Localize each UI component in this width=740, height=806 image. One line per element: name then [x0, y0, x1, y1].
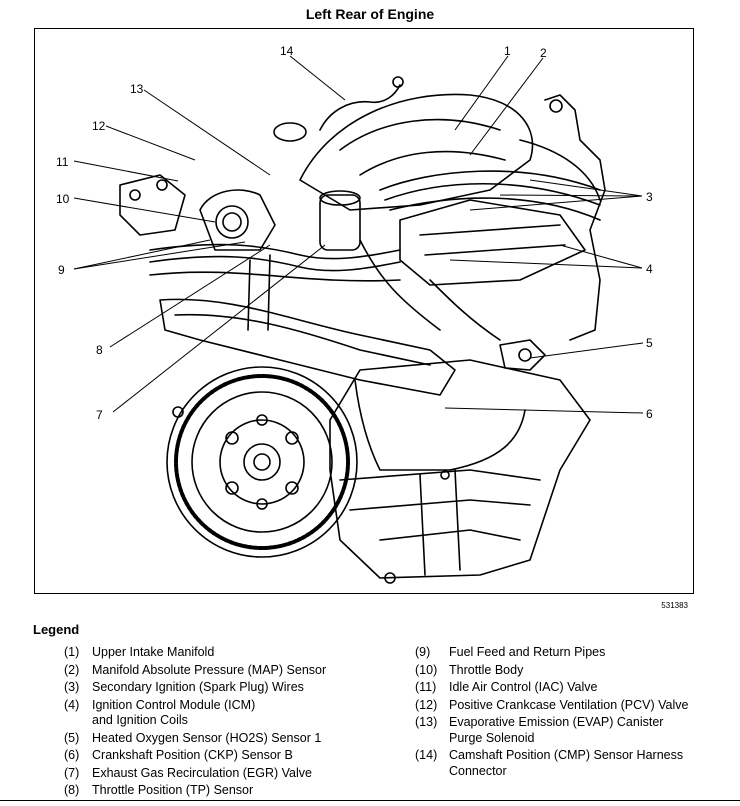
callout-5: 5 — [646, 336, 653, 350]
legend-item: (11) Idle Air Control (IAC) Valve — [415, 680, 715, 696]
engine-block — [329, 359, 591, 579]
egr-valve — [319, 194, 361, 251]
legend-item: (2) Manifold Absolute Pressure (MAP) Sens… — [64, 663, 384, 679]
callout-3: 3 — [646, 190, 653, 204]
legend-item: (13) Evaporative Emission (EVAP) Canister… — [415, 715, 715, 746]
legend-text: Throttle Body — [449, 662, 524, 677]
legend-item: (6) Crankshaft Position (CKP) Sensor B — [64, 748, 384, 764]
callout-4: 4 — [646, 262, 653, 276]
figure-id: 531383 — [661, 601, 688, 610]
legend-num: (6) — [64, 748, 80, 762]
legend-item: (4) Ignition Control Module (ICM) and Ign… — [64, 698, 384, 729]
exhaust-crossover — [159, 298, 456, 396]
callout-12: 12 — [92, 119, 106, 133]
fuel-pipes — [149, 243, 401, 260]
legend-num: (1) — [64, 645, 80, 659]
callout-10: 10 — [56, 192, 70, 206]
legend-text: Exhaust Gas Recirculation (EGR) Valve — [92, 765, 312, 780]
legend-item: (9) Fuel Feed and Return Pipes — [415, 645, 715, 661]
legend-num: (10) — [415, 662, 438, 677]
legend-item: (10) Throttle Body — [415, 663, 715, 679]
callout-9: 9 — [58, 263, 65, 277]
callout-8: 8 — [96, 343, 103, 357]
legend-right-column: (9) Fuel Feed and Return Pipes (10) Thrott… — [415, 645, 715, 781]
callout-6: 6 — [646, 407, 653, 421]
legend-text: Positive Crankcase Ventilation (PCV) Val… — [449, 697, 689, 712]
legend-num: (14) — [415, 748, 438, 762]
legend-num: (5) — [64, 730, 80, 745]
legend-text: Throttle Position (TP) Sensor — [92, 783, 254, 797]
legend-text: Evaporative Emission (EVAP) Canister Pur… — [449, 715, 664, 745]
legend-text: Camshaft Position (CMP) Sensor Harness C… — [449, 748, 684, 778]
legend-text: Crankshaft Position (CKP) Sensor B — [92, 748, 293, 762]
page-title: Left Rear of Engine — [305, 6, 435, 22]
callout-1: 1 — [504, 44, 511, 58]
legend-item: (1) Upper Intake Manifold — [64, 645, 384, 661]
callout-7: 7 — [96, 408, 103, 422]
legend-text: Secondary Ignition (Spark Plug) Wires — [92, 680, 304, 694]
legend-left-column: (1) Upper Intake Manifold (2) Manifold Abs… — [64, 645, 384, 801]
bottom-rule — [0, 800, 740, 801]
legend-text: Upper Intake Manifold — [92, 645, 215, 659]
legend-text: Heated Oxygen Sensor (HO2S) Sensor 1 — [92, 730, 322, 745]
legend-num: (3) — [64, 680, 80, 694]
legend-item: (5) Heated Oxygen Sensor (HO2S) Sensor 1 — [64, 731, 384, 747]
callout-11: 11 — [56, 155, 69, 169]
upper-intake-manifold — [299, 93, 534, 211]
flywheel — [166, 366, 358, 558]
legend-num: (13) — [415, 715, 438, 729]
callout-13: 13 — [130, 82, 144, 96]
legend-num: (4) — [64, 697, 80, 712]
legend-text: Manifold Absolute Pressure (MAP) Sensor — [92, 662, 327, 677]
legend-num: (9) — [415, 645, 431, 659]
legend-num: (8) — [64, 783, 80, 797]
legend-item: (14) Camshaft Position (CMP) Sensor Harne… — [415, 748, 715, 779]
legend-item: (3) Secondary Ignition (Spark Plug) Wires — [64, 680, 384, 696]
legend-item: (12) Positive Crankcase Ventilation (PCV)… — [415, 698, 715, 714]
legend-heading: Legend — [33, 622, 80, 637]
legend-num: (11) — [415, 680, 437, 694]
legend-item: (8) Throttle Position (TP) Sensor — [64, 783, 384, 799]
legend-num: (2) — [64, 662, 80, 677]
legend-text: Ignition Control Module (ICM) and Igniti… — [92, 697, 256, 728]
legend-num: (7) — [64, 765, 80, 780]
legend-text: Idle Air Control (IAC) Valve — [449, 680, 598, 694]
legend-num: (12) — [415, 697, 438, 712]
ignition-coil-pack — [399, 199, 586, 286]
callout-14: 14 — [280, 44, 294, 58]
legend-item: (7) Exhaust Gas Recirculation (EGR) Valve — [64, 766, 384, 782]
engine-illustration-frame — [34, 28, 694, 594]
throttle-body — [199, 189, 276, 251]
legend-text: Fuel Feed and Return Pipes — [449, 645, 606, 659]
callout-2: 2 — [540, 46, 547, 60]
